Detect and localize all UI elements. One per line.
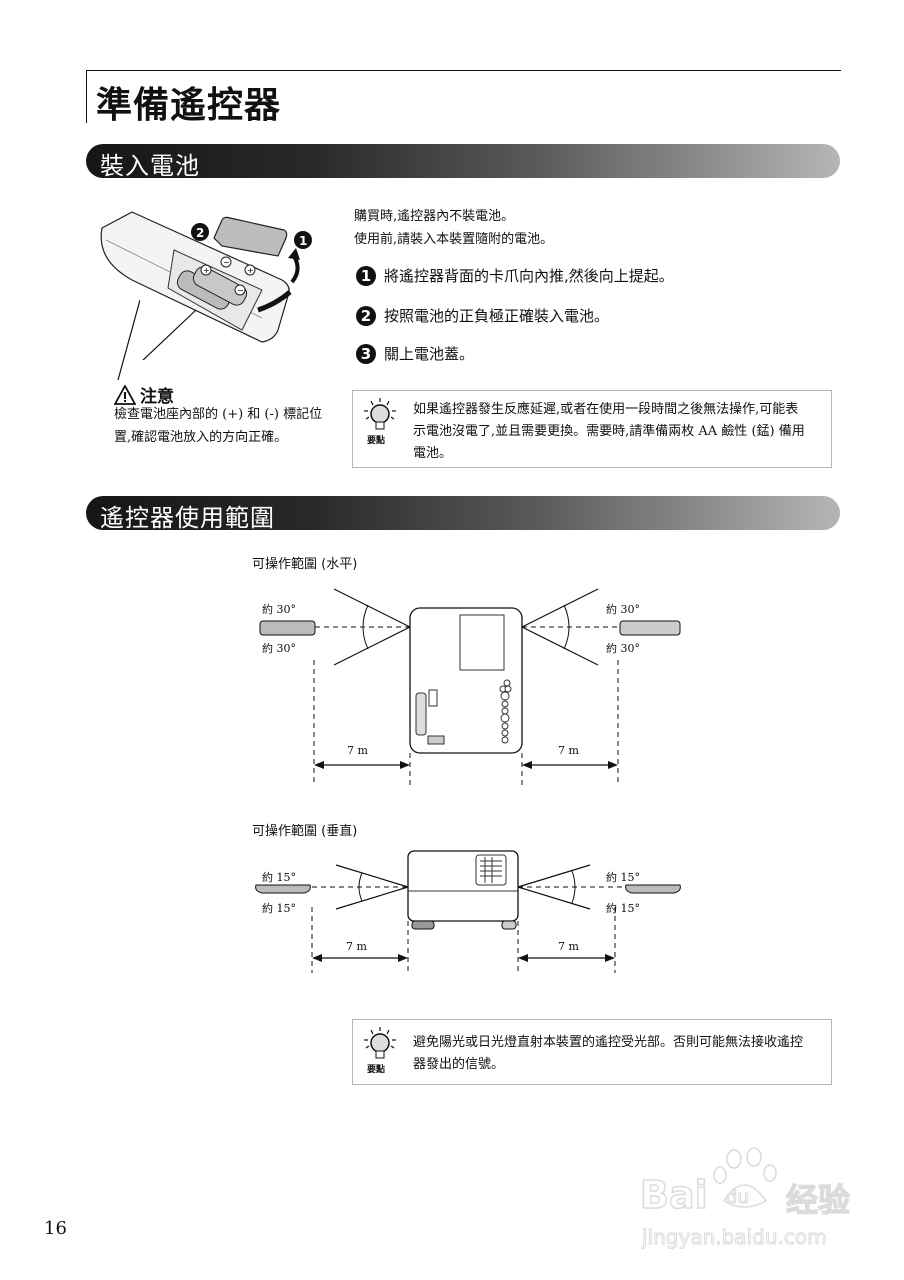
page-title: 準備遙控器 — [96, 85, 282, 126]
pointer-line — [117, 300, 140, 380]
remote-icon — [255, 884, 311, 894]
step-text: 將遙控器背面的卡爪向內推,然後向上提起。 — [384, 267, 674, 285]
svg-text:2: 2 — [196, 226, 204, 240]
angle-label: 約 30° — [606, 603, 640, 616]
step-2: 2 按照電池的正負極正確裝入電池。 — [356, 305, 609, 326]
vertical-range-caption: 可操作範圍 (垂直) — [252, 824, 358, 839]
step-text: 關上電池蓋。 — [384, 345, 475, 363]
section-banner-range: 遙控器使用範圍 — [86, 496, 840, 532]
step-number-icon: 2 — [356, 305, 376, 326]
callout-2-icon — [191, 223, 209, 241]
watermark-paw-text: du — [726, 1187, 750, 1209]
caution-line: 置,確認電池放入的方向正確。 — [114, 430, 288, 445]
vertical-range-diagram — [255, 850, 681, 973]
angle-label: 約 15° — [606, 902, 640, 915]
tip-box-range: 要點 避免陽光或日光燈直射本裝置的遙控受光部。否則可能無法接收遙控 器發出的信號… — [352, 1019, 832, 1085]
intro-line: 購買時,遙控器內不裝電池。 — [354, 209, 515, 224]
watermark-brand: Bai — [639, 1172, 708, 1218]
step-text: 按照電池的正負極正確裝入電池。 — [384, 307, 610, 325]
battery-cover — [213, 216, 288, 257]
horizontal-range-diagram — [259, 588, 681, 785]
svg-text:−: − — [237, 286, 244, 295]
lightbulb-icon — [364, 398, 396, 430]
remote-icon — [619, 620, 681, 636]
warning-triangle-icon — [114, 384, 136, 405]
angle-label: 約 15° — [606, 871, 640, 884]
distance-label: 7 m — [347, 744, 368, 757]
step-1: 1 將遙控器背面的卡爪向內推,然後向上提起。 — [356, 265, 674, 286]
distance-label: 7 m — [346, 940, 367, 953]
watermark-url: jingyan.baidu.com — [642, 1225, 828, 1250]
tip-line: 器發出的信號。 — [413, 1057, 505, 1072]
svg-text:+: + — [203, 266, 210, 275]
tip-line: 示電池沒電了,並且需要更換。需要時,請準備兩枚 AA 鹼性 (錳) 備用 — [413, 424, 805, 439]
caution-text: 檢查電池座內部的 (+) 和 (-) 標記位 置,確認電池放入的方向正確。 — [114, 403, 322, 449]
lightbulb-icon — [364, 1027, 396, 1059]
section-title-battery: 裝入電池 — [100, 152, 200, 180]
angle-label: 約 15° — [262, 871, 296, 884]
tip-text: 如果遙控器發生反應延遲,或者在使用一段時間之後無法操作,可能表 示電池沒電了,並… — [413, 399, 821, 465]
tip-line: 電池。 — [413, 446, 453, 461]
intro-line: 使用前,請裝入本裝置隨附的電池。 — [354, 232, 554, 247]
tip-text: 避免陽光或日光燈直射本裝置的遙控受光部。否則可能無法接收遙控 器發出的信號。 — [413, 1032, 821, 1076]
section-title-range: 遙控器使用範圍 — [100, 504, 275, 532]
tip-line: 避免陽光或日光燈直射本裝置的遙控受光部。否則可能無法接收遙控 — [413, 1035, 804, 1050]
intro-text: 購買時,遙控器內不裝電池。 使用前,請裝入本裝置隨附的電池。 — [354, 205, 553, 251]
paw-icon — [713, 1147, 777, 1208]
battery-icon: + − − + — [176, 256, 256, 310]
svg-text:−: − — [223, 258, 230, 267]
angle-label: 約 15° — [262, 902, 296, 915]
tip-icon-label: 要點 — [367, 436, 386, 446]
remote-icon — [625, 884, 681, 894]
caution-line: 檢查電池座內部的 (+) 和 (-) 標記位 — [114, 407, 323, 422]
remote-icon — [259, 620, 316, 636]
remote-battery-illustration: + − − + 2 1 — [100, 211, 312, 360]
caution-heading: 注意 — [114, 382, 174, 407]
angle-label: 約 30° — [262, 603, 296, 616]
angle-label: 約 30° — [606, 642, 640, 655]
step-number-icon: 1 — [356, 265, 376, 286]
tip-line: 如果遙控器發生反應延遲,或者在使用一段時間之後無法操作,可能表 — [413, 402, 799, 417]
horizontal-range-caption: 可操作範圍 (水平) — [252, 557, 358, 572]
tip-box-battery: 要點 如果遙控器發生反應延遲,或者在使用一段時間之後無法操作,可能表 示電池沒電… — [352, 390, 832, 468]
distance-label: 7 m — [558, 940, 579, 953]
caution-label: 注意 — [140, 387, 174, 407]
page-number: 16 — [44, 1218, 67, 1239]
distance-label: 7 m — [558, 744, 579, 757]
section-banner-battery: 裝入電池 — [86, 144, 840, 180]
tip-icon-label: 要點 — [367, 1065, 386, 1075]
step-3: 3 關上電池蓋。 — [356, 343, 474, 364]
svg-text:+: + — [247, 266, 254, 275]
baidu-watermark: Bai du 经验 jingyan.baidu.com — [639, 1145, 870, 1255]
watermark-suffix: 经验 — [785, 1180, 851, 1219]
angle-label: 約 30° — [262, 642, 296, 655]
title-frame — [86, 70, 841, 123]
callout-1-icon — [294, 231, 312, 249]
step-number-icon: 3 — [356, 343, 376, 364]
svg-text:1: 1 — [299, 234, 307, 248]
